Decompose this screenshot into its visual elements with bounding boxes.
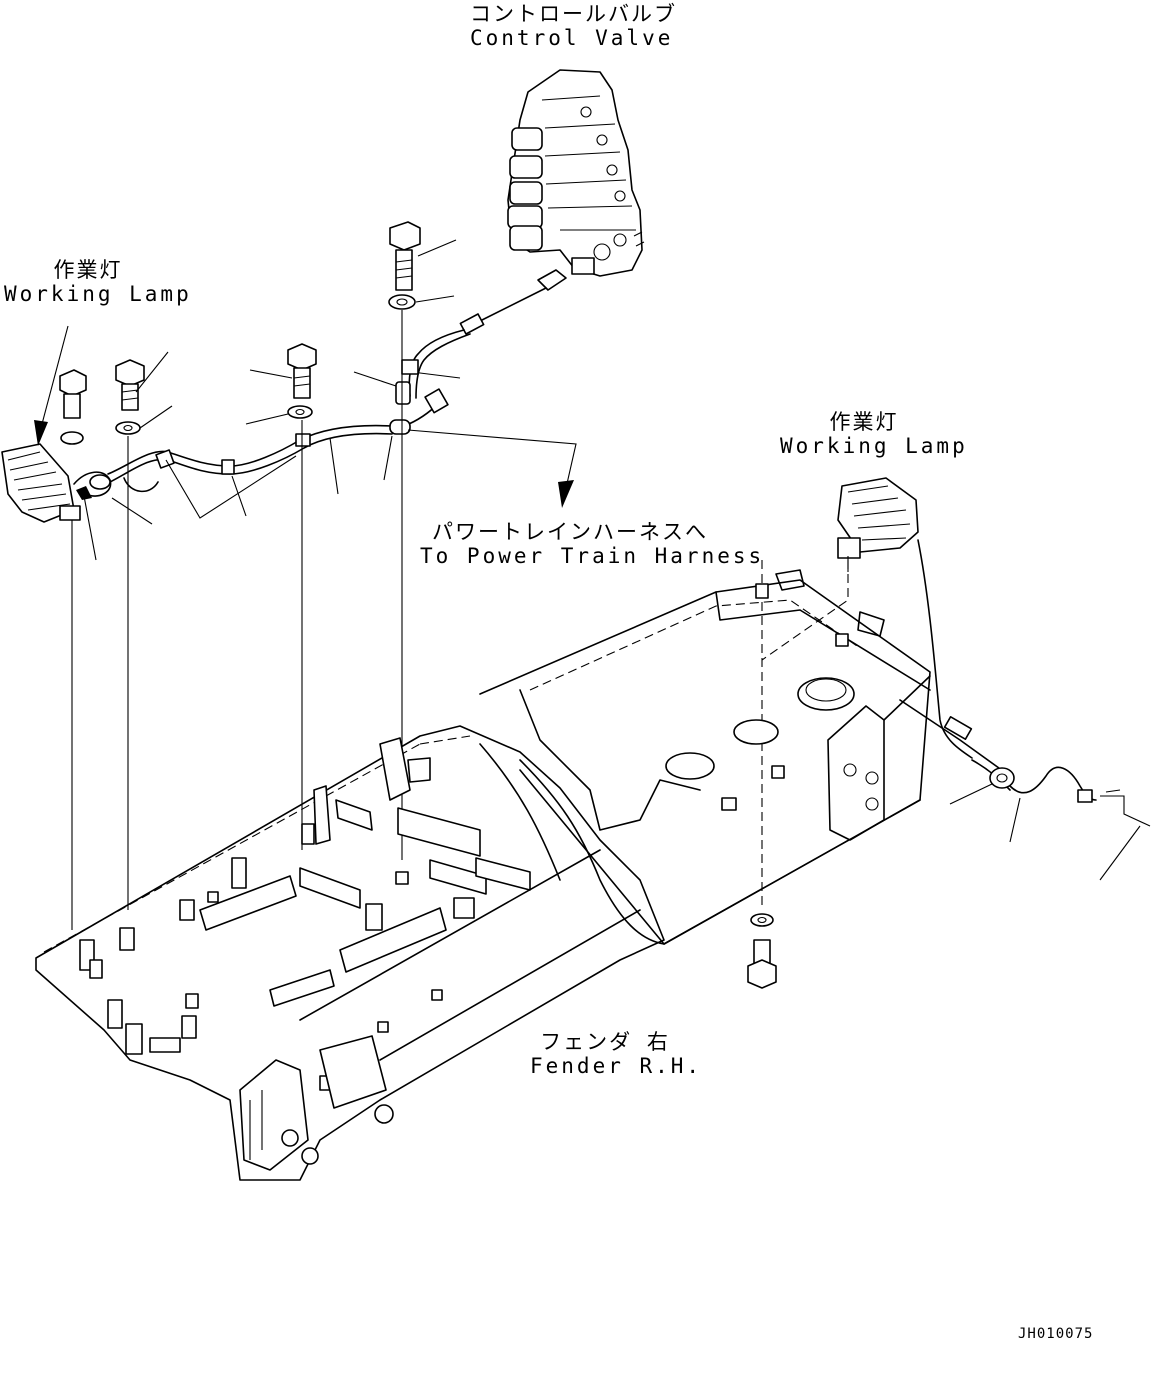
working-lamp-right-body [837, 477, 919, 572]
power-train-harness-label-jp: パワートレインハーネスへ [432, 520, 708, 544]
fender-label: フェンダ 右 Fender R.H. [530, 1030, 703, 1079]
drawing-code: JH010075 [1018, 1326, 1094, 1342]
control-valve [507, 69, 645, 291]
working-lamp-right-label: 作業灯 Working Lamp [780, 410, 968, 459]
power-train-harness-label: パワートレインハーネスへ To Power Train Harness [420, 520, 765, 569]
control-valve-label: コントロールバルブ Control Valve [470, 2, 677, 51]
bolt-top [389, 221, 457, 291]
working-lamp-left-label-jp: 作業灯 [53, 258, 123, 282]
working-lamp-right-label-jp: 作業灯 [829, 410, 899, 434]
working-lamp-left-label-en: Working Lamp [4, 282, 192, 307]
control-valve-label-en: Control Valve [470, 26, 674, 51]
working-lamp-left-label: 作業灯 Working Lamp [4, 258, 192, 307]
frame-structure [35, 569, 1011, 1181]
power-train-harness-label-en: To Power Train Harness [420, 544, 765, 569]
control-valve-label-jp: コントロールバルブ [470, 2, 677, 26]
bolt-mid [249, 343, 317, 399]
fender-label-jp: フェンダ 右 [540, 1030, 670, 1054]
working-lamp-right-label-en: Working Lamp [780, 434, 968, 459]
fender-label-en: Fender R.H. [530, 1054, 703, 1079]
working-lamp-left-body [1, 443, 112, 523]
bolt-left [115, 351, 169, 411]
